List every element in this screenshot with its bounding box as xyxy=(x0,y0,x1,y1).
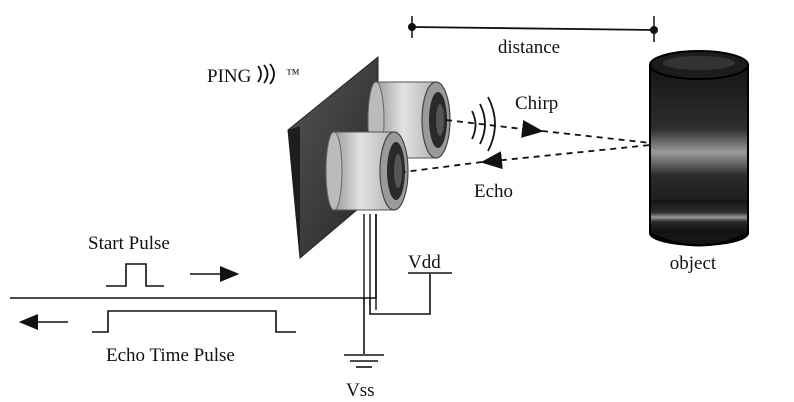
start-pulse-label: Start Pulse xyxy=(88,233,170,254)
echo-label: Echo xyxy=(474,181,513,202)
trademark-mark: ™ xyxy=(286,67,300,82)
ground-icon xyxy=(344,354,384,368)
distance-label: distance xyxy=(498,37,560,58)
ping-brand: PING ™ xyxy=(207,63,300,87)
vdd-label: Vdd xyxy=(408,252,441,273)
vss-ground: Vss xyxy=(344,298,384,401)
chirp-waves-icon xyxy=(471,96,496,152)
echo-time-pulse-label: Echo Time Pulse xyxy=(106,345,235,366)
start-pulse: Start Pulse xyxy=(88,233,240,287)
vss-label: Vss xyxy=(346,380,375,401)
ping-sensor xyxy=(287,55,451,310)
signal-line xyxy=(10,214,377,299)
vdd-supply: Vdd xyxy=(369,252,452,315)
echo-path xyxy=(480,143,661,170)
ping-brand-waves-icon xyxy=(257,63,275,85)
chirp-path-continuation xyxy=(541,130,661,145)
echo-time-pulse: Echo Time Pulse xyxy=(18,310,296,366)
echo-path-continuation xyxy=(403,161,483,173)
sensor-pins xyxy=(363,214,377,310)
chirp-path xyxy=(445,119,544,138)
receiver-transducer xyxy=(325,131,409,211)
distance-dimension: distance xyxy=(408,16,658,58)
ping-brand-label: PING xyxy=(207,66,252,87)
chirp-label: Chirp xyxy=(515,93,558,114)
object-label: object xyxy=(670,253,717,274)
object-cylinder xyxy=(649,50,749,247)
